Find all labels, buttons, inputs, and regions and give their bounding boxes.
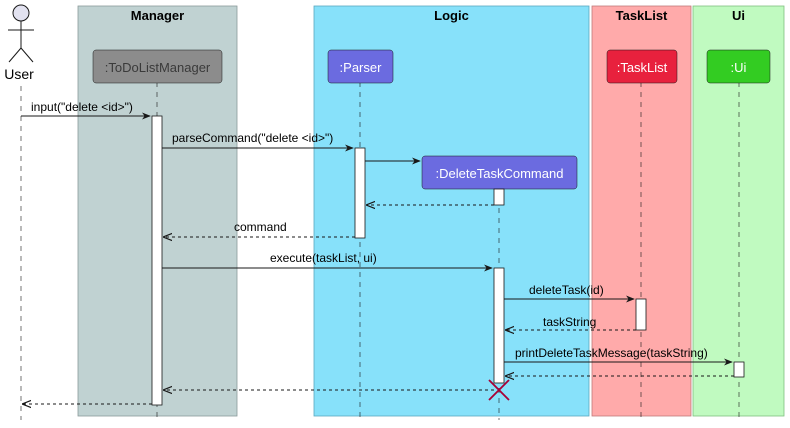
participant-ui: :Ui	[706, 49, 771, 84]
participant-parser: :Parser	[327, 49, 394, 84]
message-label-m9: printDeleteTaskMessage(taskString)	[515, 346, 708, 360]
message-label-m2: parseCommand("delete <id>")	[172, 131, 333, 145]
activation-tasklist	[635, 298, 647, 331]
participant-label-delcmd: :DeleteTaskCommand	[436, 166, 564, 181]
message-m1: input("delete <id>")	[21, 100, 151, 120]
message-label-m8: taskString	[543, 315, 596, 329]
message-label-m7: deleteTask(id)	[529, 283, 604, 297]
message-m9: printDeleteTaskMessage(taskString)	[504, 346, 733, 366]
activation-parser	[354, 147, 366, 239]
participant-label-ui: :Ui	[731, 60, 747, 75]
box-title-ui: Ui	[732, 8, 745, 23]
activation-delcmd-1	[493, 188, 505, 206]
message-m8: taskString	[506, 315, 636, 330]
actor-head	[12, 4, 30, 22]
box-title-tasklist: TaskList	[616, 8, 668, 23]
participant-tasklist: :TaskList	[606, 49, 678, 84]
message-label-m6: execute(taskList, ui)	[270, 251, 377, 265]
activations	[151, 115, 745, 406]
participant-delcmd: :DeleteTaskCommand	[421, 155, 578, 190]
message-m7: deleteTask(id)	[504, 283, 635, 303]
activation-delcmd-2	[493, 267, 505, 384]
participant-label-todo: :ToDoListManager	[105, 60, 211, 75]
box-title-manager: Manager	[131, 8, 184, 23]
actor-user: User	[4, 4, 34, 82]
message-m5: command	[164, 220, 355, 237]
activation-ui	[733, 361, 745, 378]
actor-label: User	[4, 66, 34, 82]
activation-todo	[151, 115, 163, 406]
participant-label-tasklist: :TaskList	[617, 60, 668, 75]
message-m6: execute(taskList, ui)	[162, 251, 493, 272]
message-m2: parseCommand("delete <id>")	[162, 131, 354, 152]
destroy-x-icon	[488, 379, 510, 401]
message-label-m5: command	[234, 220, 287, 234]
message-label-m1: input("delete <id>")	[31, 100, 133, 114]
participant-todo: :ToDoListManager	[92, 49, 223, 84]
participant-label-parser: :Parser	[340, 60, 383, 75]
box-title-logic: Logic	[434, 8, 469, 23]
